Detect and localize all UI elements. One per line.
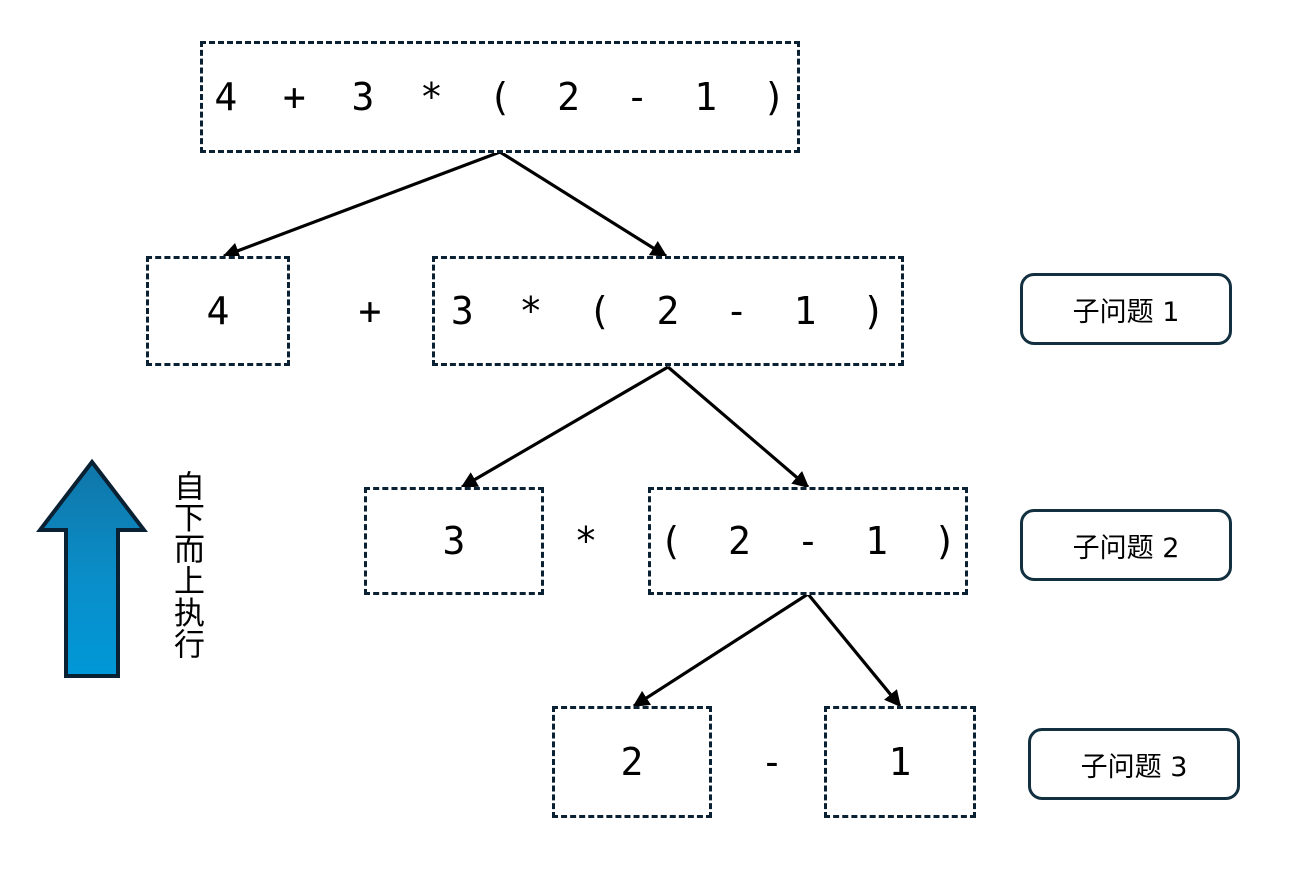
node-root[interactable]: 4 + 3 * ( 2 - 1 ) <box>200 41 800 153</box>
node-level2-left[interactable]: 3 <box>364 487 544 595</box>
operator-level3: - <box>760 740 784 784</box>
tag-subproblem-3[interactable]: 子问题 3 <box>1028 728 1240 800</box>
node-level3-right[interactable]: 1 <box>824 706 976 818</box>
edge-3mul-to-paren <box>666 365 810 489</box>
node-level1-right[interactable]: 3 * ( 2 - 1 ) <box>432 256 904 366</box>
edge-root-to-4 <box>222 150 501 259</box>
edge-paren-to-1 <box>806 592 902 708</box>
edge-root-to-3mul <box>499 150 668 258</box>
direction-note-label: 自下而上执行 <box>168 470 204 660</box>
up-arrow-icon <box>36 458 148 678</box>
operator-level2: * <box>574 519 598 563</box>
node-level2-right[interactable]: ( 2 - 1 ) <box>648 487 968 595</box>
node-level3-left[interactable]: 2 <box>552 706 712 818</box>
tag-subproblem-1[interactable]: 子问题 1 <box>1020 273 1232 345</box>
edge-paren-to-2 <box>632 592 809 708</box>
edge-3mul-to-3 <box>460 365 669 489</box>
tag-subproblem-2[interactable]: 子问题 2 <box>1020 509 1232 581</box>
node-level1-left[interactable]: 4 <box>146 256 290 366</box>
operator-level1: + <box>358 289 382 333</box>
